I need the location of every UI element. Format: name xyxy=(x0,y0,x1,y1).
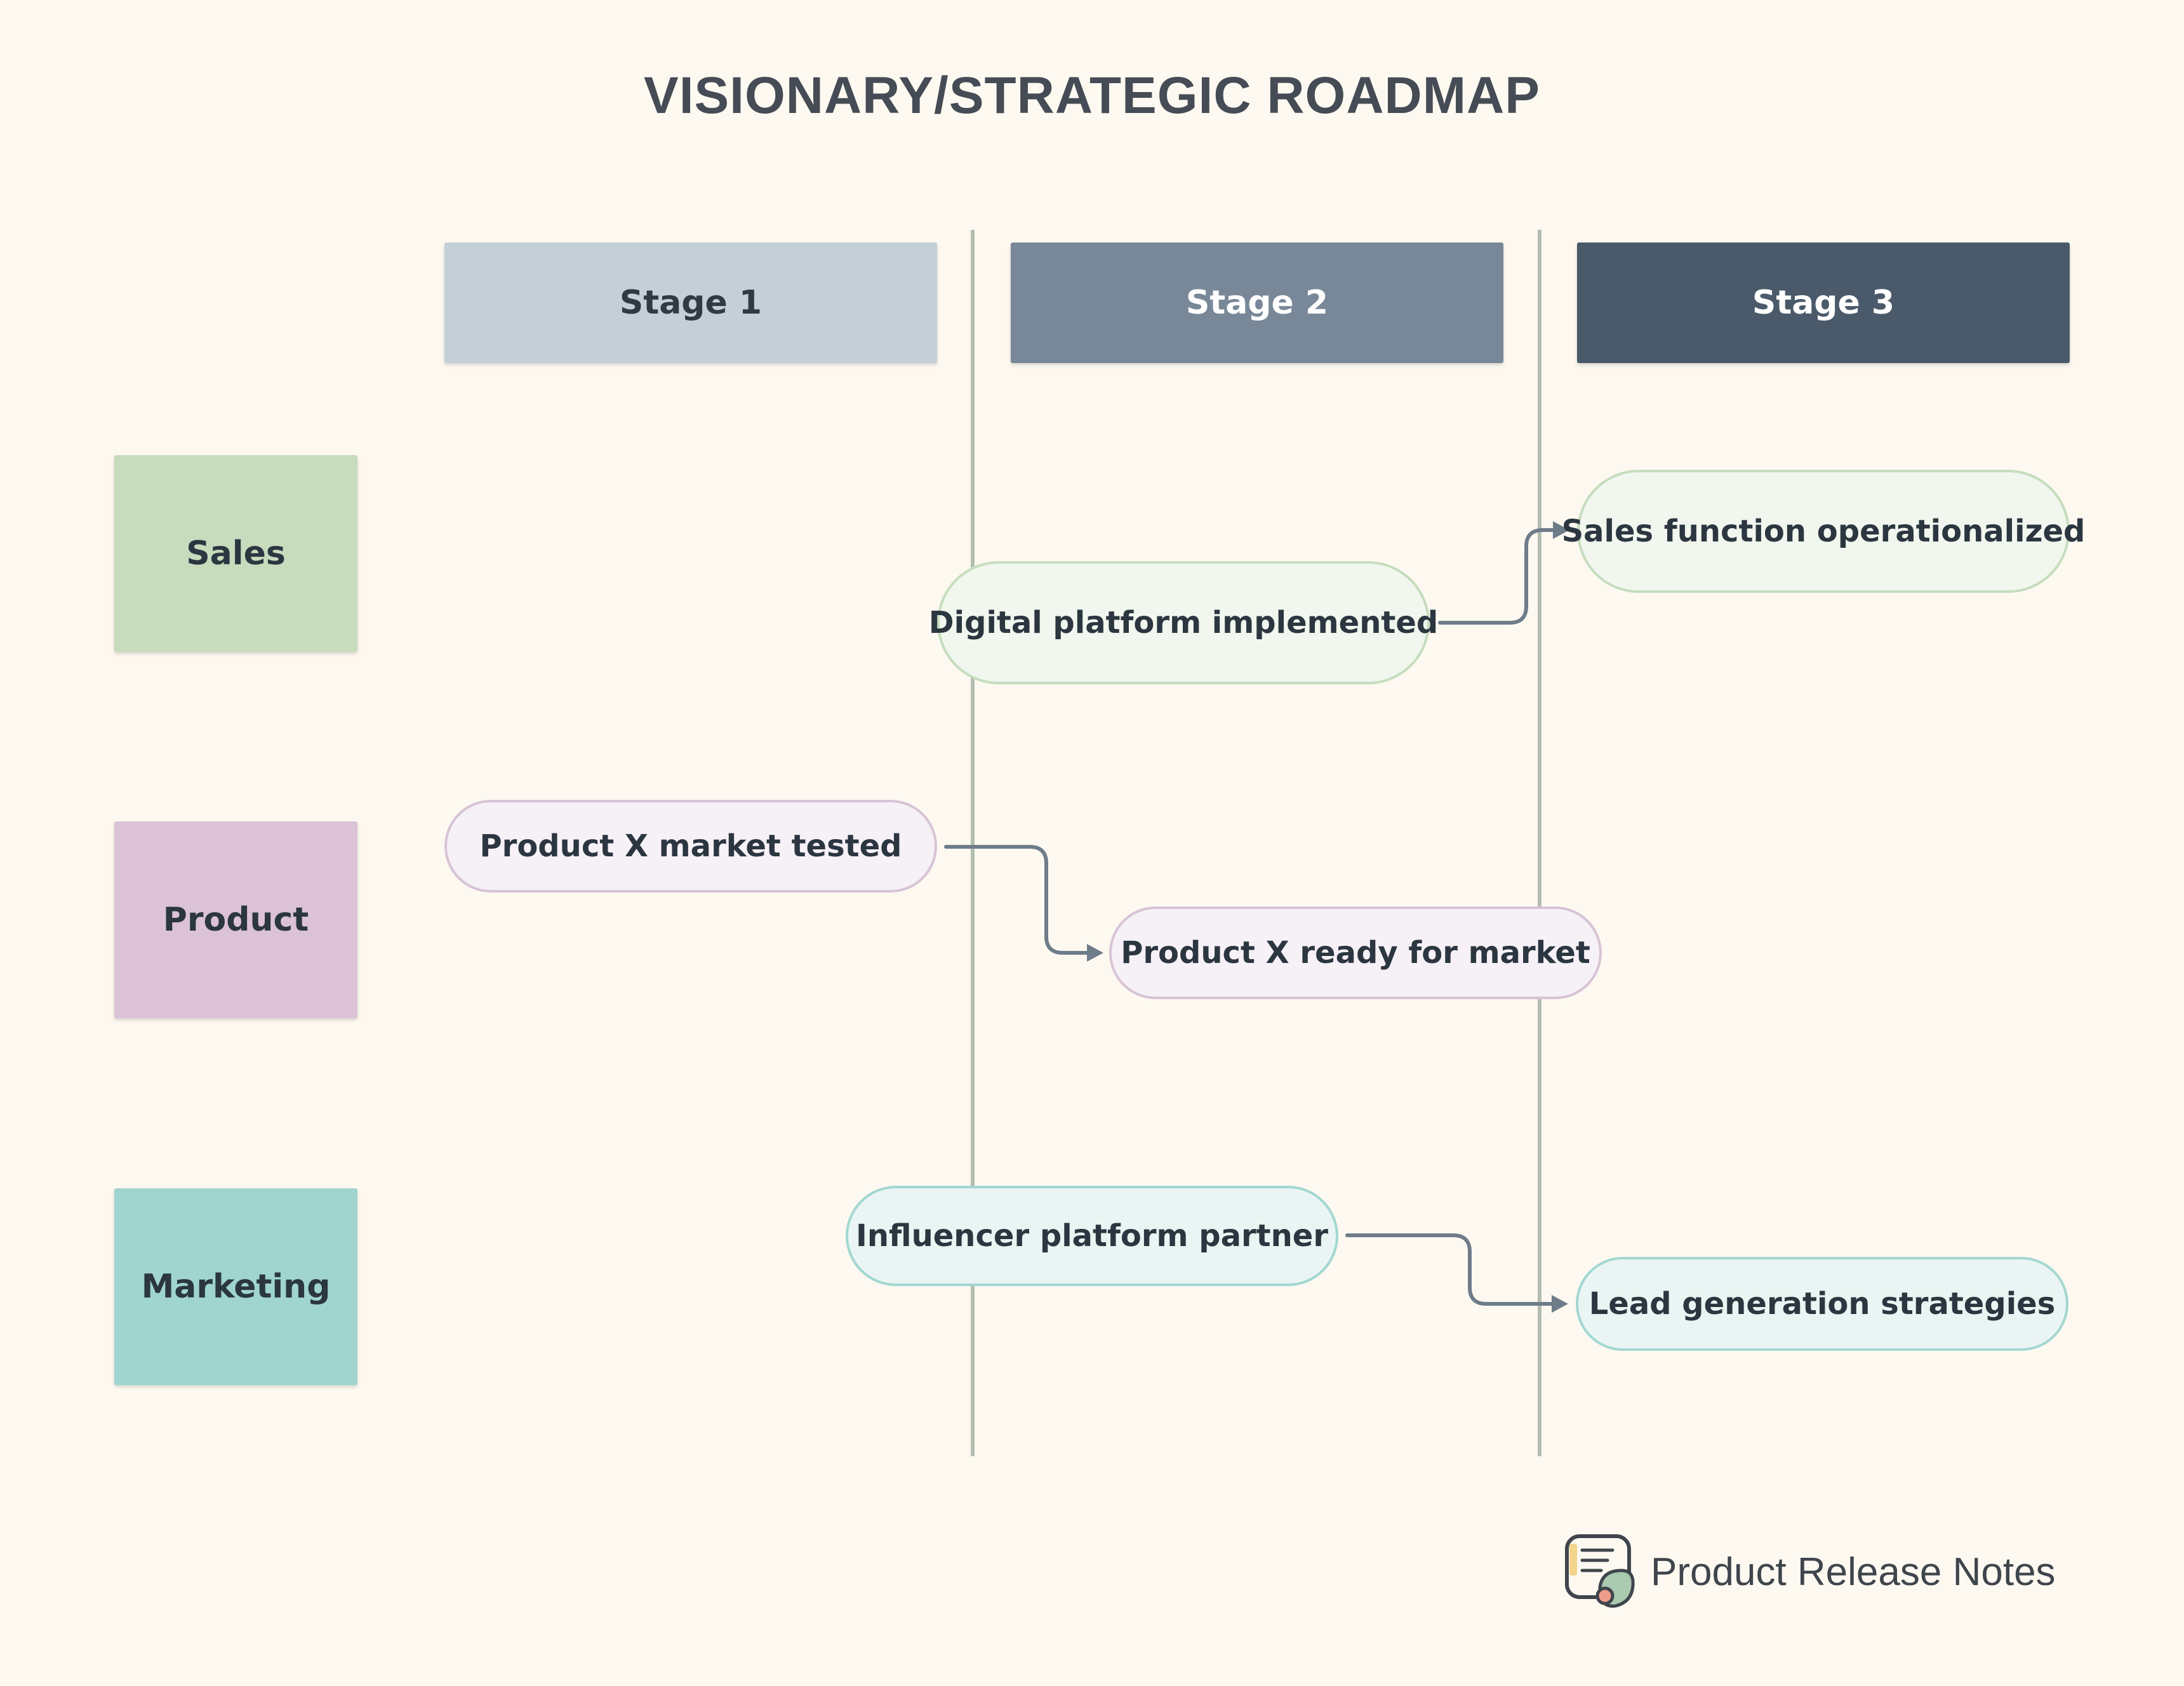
item-digital-platform: Digital platform implemented xyxy=(929,561,1438,684)
stage-2-header: Stage 2 xyxy=(1011,242,1503,363)
connector-digital-to-sales xyxy=(1438,528,1557,625)
connector-tested-to-ready xyxy=(944,845,1093,955)
connector-influencer-to-lead xyxy=(1345,1233,1556,1306)
item-product-ready: Product X ready for market xyxy=(1109,906,1602,999)
arrowhead-icon xyxy=(1553,521,1569,539)
brand-name: Product Release Notes xyxy=(1651,1550,2056,1594)
page-title: VISIONARY/STRATEGIC ROADMAP xyxy=(644,67,1540,124)
item-sales-function: Sales function operationalized xyxy=(1562,470,2085,593)
stage-3-header: Stage 3 xyxy=(1577,242,2070,363)
stage-divider xyxy=(1538,230,1541,1456)
arrowhead-icon xyxy=(1087,944,1103,962)
lane-product: Product xyxy=(114,821,357,1018)
lane-sales: Sales xyxy=(114,455,357,652)
release-notes-logo-icon xyxy=(1563,1531,1639,1612)
lane-marketing: Marketing xyxy=(114,1188,357,1385)
arrowhead-icon xyxy=(1552,1295,1568,1313)
item-product-tested: Product X market tested xyxy=(444,800,937,893)
brand-logo: Product Release Notes xyxy=(1563,1531,2056,1612)
stage-divider xyxy=(971,230,975,1456)
item-lead-generation: Lead generation strategies xyxy=(1576,1257,2068,1351)
item-influencer-partner: Influencer platform partner xyxy=(846,1186,1338,1286)
stage-1-header: Stage 1 xyxy=(444,242,937,363)
